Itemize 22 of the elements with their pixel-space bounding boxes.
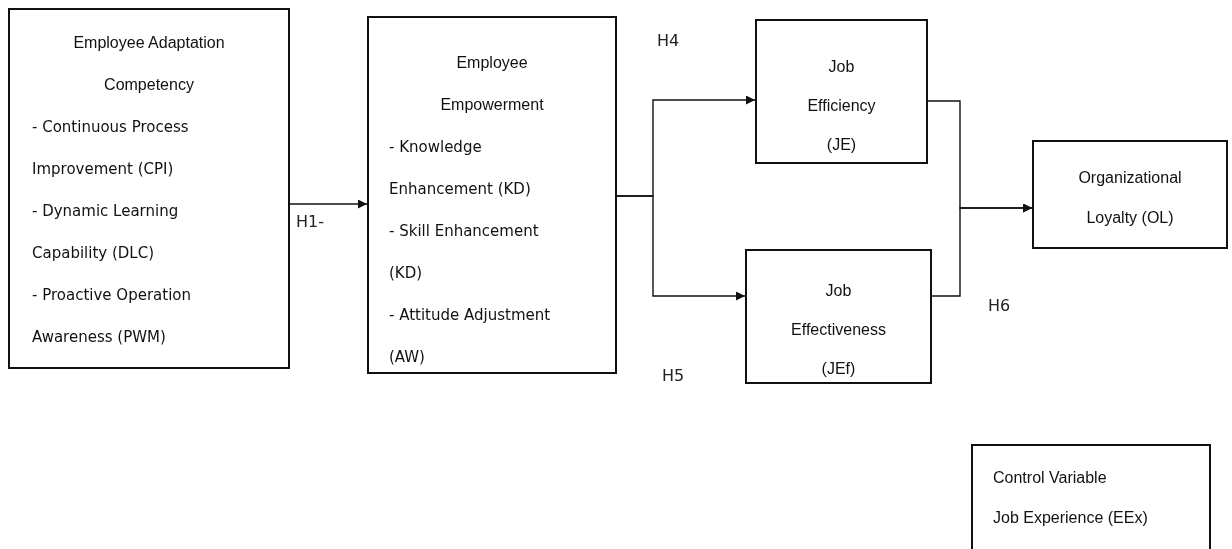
box-text: Control Variable <box>993 468 1108 488</box>
variable-box <box>367 16 617 374</box>
box-text: Job Experience (EEx) <box>993 508 1149 528</box>
arrow <box>931 203 1033 297</box>
variable-box <box>8 8 290 369</box>
box-text: Job Efficiency (JE) <box>806 57 877 155</box>
indicator-text: - Proactive Operation Awareness (PWM) <box>32 285 192 348</box>
box-heading: Employee Adaptation Competency <box>72 33 226 95</box>
indicator-text: - Continuous Process Improvement (CPI) <box>32 117 190 180</box>
indicator-text: - Skill Enhancement (KD) <box>389 221 540 284</box>
arrow <box>289 199 368 209</box>
variable-box <box>1032 140 1228 249</box>
indicator-text: - Dynamic Learning Capability (DLC) <box>32 201 180 264</box>
variable-box <box>745 249 932 384</box>
box-text: Job Effectiveness (JEf) <box>790 281 887 379</box>
indicator-text: - Knowledge Enhancement (KD) <box>389 137 532 200</box>
arrow <box>616 195 746 301</box>
box-text: Organizational Loyalty (OL) <box>1077 168 1183 228</box>
variable-box <box>971 444 1211 549</box>
box-heading: Employee Empowerment <box>439 53 545 115</box>
indicator-text: - Attitude Adjustment (AW) <box>389 305 552 368</box>
variable-box <box>755 19 928 164</box>
